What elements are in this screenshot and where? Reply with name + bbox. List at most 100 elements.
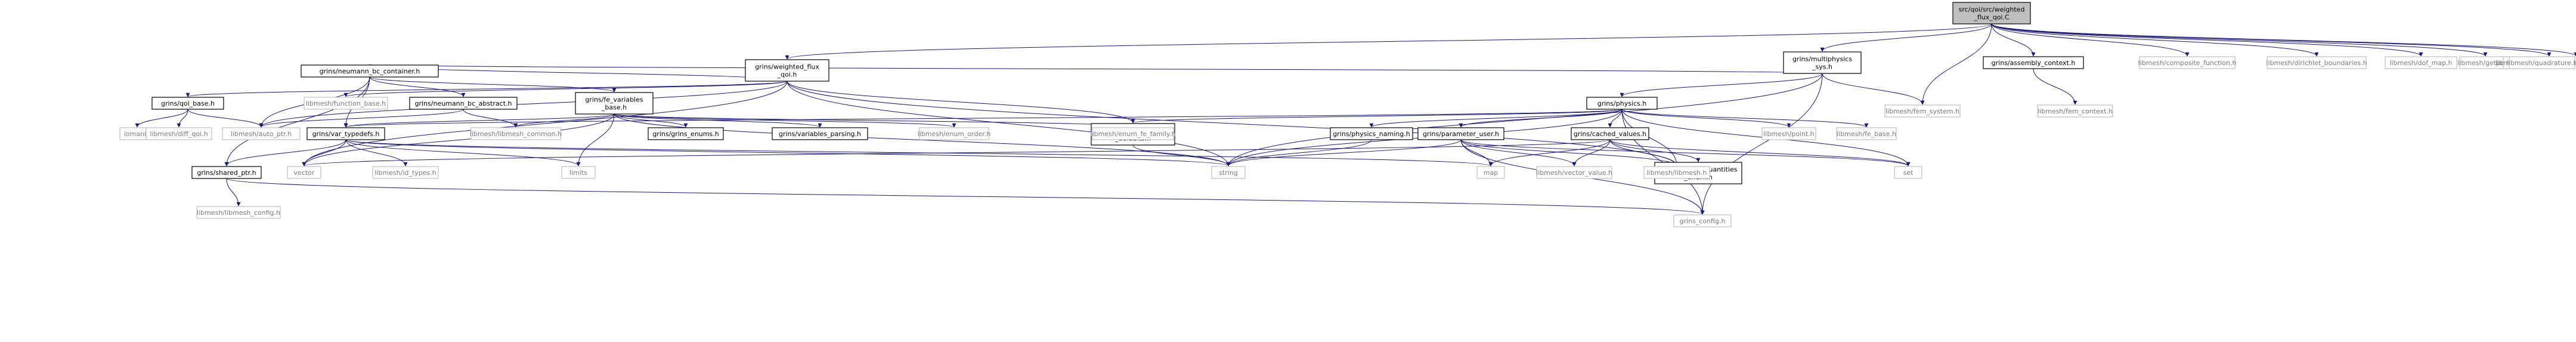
node-libmesh-fem-system-h[interactable]: libmesh/fem_system.h <box>1884 104 1961 118</box>
node-grins-parameter-user-h[interactable]: grins/parameter_user.h <box>1417 127 1504 140</box>
edge-root-to-parf <box>1991 23 2552 57</box>
node-libmesh-vector-value-h[interactable]: libmesh/vector_value.h <box>1536 166 1612 179</box>
node-libmesh-libmesh-common-h[interactable]: libmesh/libmesh_common.h <box>470 127 562 140</box>
node-grins-cached-values-h[interactable]: grins/cached_values.h <box>1571 127 1649 140</box>
node-string[interactable]: string <box>1211 166 1246 179</box>
node-box <box>304 97 388 110</box>
node-grins-neumann-bc-container-h[interactable]: grins/neumann_bc_container.h <box>301 64 439 78</box>
node-libmesh-fem-context-h[interactable]: libmesh/fem_context.h <box>2037 104 2113 118</box>
node-set[interactable]: set <box>1894 166 1922 179</box>
edge-fevb-to-vtd <box>343 113 615 128</box>
node-src-qoi-src-weighted-flux-qoi-c[interactable]: src/qoi/src/weighted_flux_qoi.C <box>1952 2 2031 24</box>
edge-root-to-femsys <box>1920 23 1992 105</box>
edge-qbh-to-autop <box>187 109 264 128</box>
edge-root-to-comp <box>1991 23 2190 57</box>
node-box <box>287 166 321 179</box>
node-label: grins/cached_values.h <box>1574 130 1646 138</box>
node-libmesh-enum-fe-family-h[interactable]: libmesh/enum_fe_family.h <box>1091 127 1176 140</box>
node-box <box>745 59 829 82</box>
node-libmesh-libmesh-h[interactable]: libmesh/libmesh.h <box>1643 166 1710 179</box>
node-box <box>409 97 518 110</box>
edge-root-to-dofm <box>1991 23 2423 57</box>
node-label: libmesh/dof_map.h <box>2390 59 2453 67</box>
edge-shp-to-lmcfg <box>226 178 241 207</box>
node-label: _qoi.h <box>777 71 797 79</box>
edge-wfqh-to-qbh <box>185 81 788 97</box>
node-box <box>1673 214 1732 227</box>
node-grins-physics-h[interactable]: grins/physics.h <box>1586 97 1658 110</box>
edge-fevb-to-vector <box>302 113 615 167</box>
node-libmesh-function-base-h[interactable]: libmesh/function_base.h <box>304 97 388 110</box>
node-label: libmesh/dirichlet_boundaries.h <box>2266 59 2367 67</box>
node-libmesh-enum-order-h[interactable]: libmesh/enum_order.h <box>918 127 991 140</box>
node-box <box>1983 56 2084 69</box>
node-label: src/qoi/src/weighted <box>1959 6 2025 14</box>
node-box <box>1643 166 1710 179</box>
node-label: string <box>1219 169 1238 177</box>
node-label: _sys.h <box>1812 63 1832 71</box>
node-libmesh-quadrature-h[interactable]: libmesh/quadrature.h <box>2507 56 2576 69</box>
node-box <box>1417 127 1504 140</box>
node-box <box>1586 97 1658 110</box>
node-box <box>2385 56 2457 69</box>
node-libmesh-id-types-h[interactable]: libmesh/id_types.h <box>372 166 439 179</box>
node-libmesh-getpot-h[interactable]: libmesh/getpot.h <box>2457 56 2513 69</box>
edge-phys-to-cval <box>1608 109 1623 128</box>
node-grins-neumann-bc-abstract-h[interactable]: grins/neumann_bc_abstract.h <box>409 97 518 110</box>
node-libmesh-fe-base-h[interactable]: libmesh/fe_base.h <box>1836 127 1897 140</box>
edge-pnam-to-string <box>1226 139 1372 167</box>
node-libmesh-auto-ptr-h[interactable]: libmesh/auto_ptr.h <box>222 127 301 140</box>
node-libmesh-dirichlet-boundaries-h[interactable]: libmesh/dirichlet_boundaries.h <box>2266 56 2367 69</box>
node-grins-fe-variables-base-h[interactable]: grins/fe_variables_base.h <box>575 92 654 115</box>
node-libmesh-libmesh-config-h[interactable]: libmesh/libmesh_config.h <box>196 206 281 219</box>
node-grins-grins-enums-h[interactable]: grins/grins_enums.h <box>648 127 724 140</box>
node-label: grins/grins_enums.h <box>652 130 719 138</box>
node-box <box>372 166 439 179</box>
edge-phys-to-gcfg <box>1621 109 1705 215</box>
node-grins-physics-naming-h[interactable]: grins/physics_naming.h <box>1330 127 1413 140</box>
node-box <box>648 127 724 140</box>
node-libmesh-point-h[interactable]: libmesh/point.h <box>1761 127 1816 140</box>
node-libmesh-composite-function-h[interactable]: libmesh/composite_function.h <box>2138 56 2237 69</box>
edge-mps-to-string <box>1226 73 1823 167</box>
node-label: libmesh/id_types.h <box>374 169 436 177</box>
node-label: libmesh/diff_qoi.h <box>150 130 208 138</box>
node-label: grins/var_typedefs.h <box>312 130 380 138</box>
edge-cval-to-vval <box>1572 139 1611 167</box>
node-box <box>145 127 212 140</box>
node-grins-assembly-context-h[interactable]: grins/assembly_context.h <box>1983 56 2084 69</box>
node-label: libmesh/libmesh_common.h <box>470 130 562 138</box>
node-box <box>306 127 385 140</box>
node-box <box>2509 56 2575 69</box>
node-label: grins/neumann_bc_abstract.h <box>415 100 512 107</box>
edge-mps-to-phys <box>1620 73 1823 97</box>
node-label: libmesh/getpot.h <box>2457 59 2513 67</box>
node-map[interactable]: map <box>1476 166 1505 179</box>
node-label: libmesh/libmesh.h <box>1647 169 1707 177</box>
edge-wfqh-to-autop <box>259 81 788 128</box>
node-vector[interactable]: vector <box>287 166 321 179</box>
node-libmesh-dof-map-h[interactable]: libmesh/dof_map.h <box>2385 56 2457 69</box>
edge-vtd-to-idt <box>345 139 408 167</box>
node-box <box>1330 127 1413 140</box>
node-grins-variables-parsing-h[interactable]: grins/variables_parsing.h <box>772 127 868 140</box>
node-grins-multiphysics-sys-h[interactable]: grins/multiphysics_sys.h <box>1783 51 1862 74</box>
edge-qbh-to-diffqoi <box>177 109 188 128</box>
node-box <box>1952 2 2031 24</box>
node-grins-qoi-base-h[interactable]: grins/qoi_base.h <box>151 97 224 110</box>
node-label: grins/weighted_flux <box>755 63 819 71</box>
edge-phys-to-vtd <box>344 109 1623 128</box>
node-grins-config-h[interactable]: grins_config.h <box>1673 214 1732 227</box>
edge-fevb-to-vpar <box>614 113 822 128</box>
node-libmesh-diff-qoi-h[interactable]: libmesh/diff_qoi.h <box>145 127 212 140</box>
node-grins-var-typedefs-h[interactable]: grins/var_typedefs.h <box>306 127 385 140</box>
node-limits[interactable]: limits <box>561 166 596 179</box>
node-box <box>919 127 989 140</box>
node-grins-weighted-flux-qoi-h[interactable]: grins/weighted_flux_qoi.h <box>745 59 829 82</box>
edge-root-to-mps <box>1820 23 1992 52</box>
node-layer: src/qoi/src/weighted_flux_qoi.C grins/wei… <box>119 2 2576 227</box>
node-grins-shared-ptr-h[interactable]: grins/shared_ptr.h <box>191 166 262 179</box>
edge-cval-to-vector <box>302 139 1611 167</box>
node-box <box>1571 127 1649 140</box>
edge-fevb-to-lmcom <box>513 113 615 128</box>
